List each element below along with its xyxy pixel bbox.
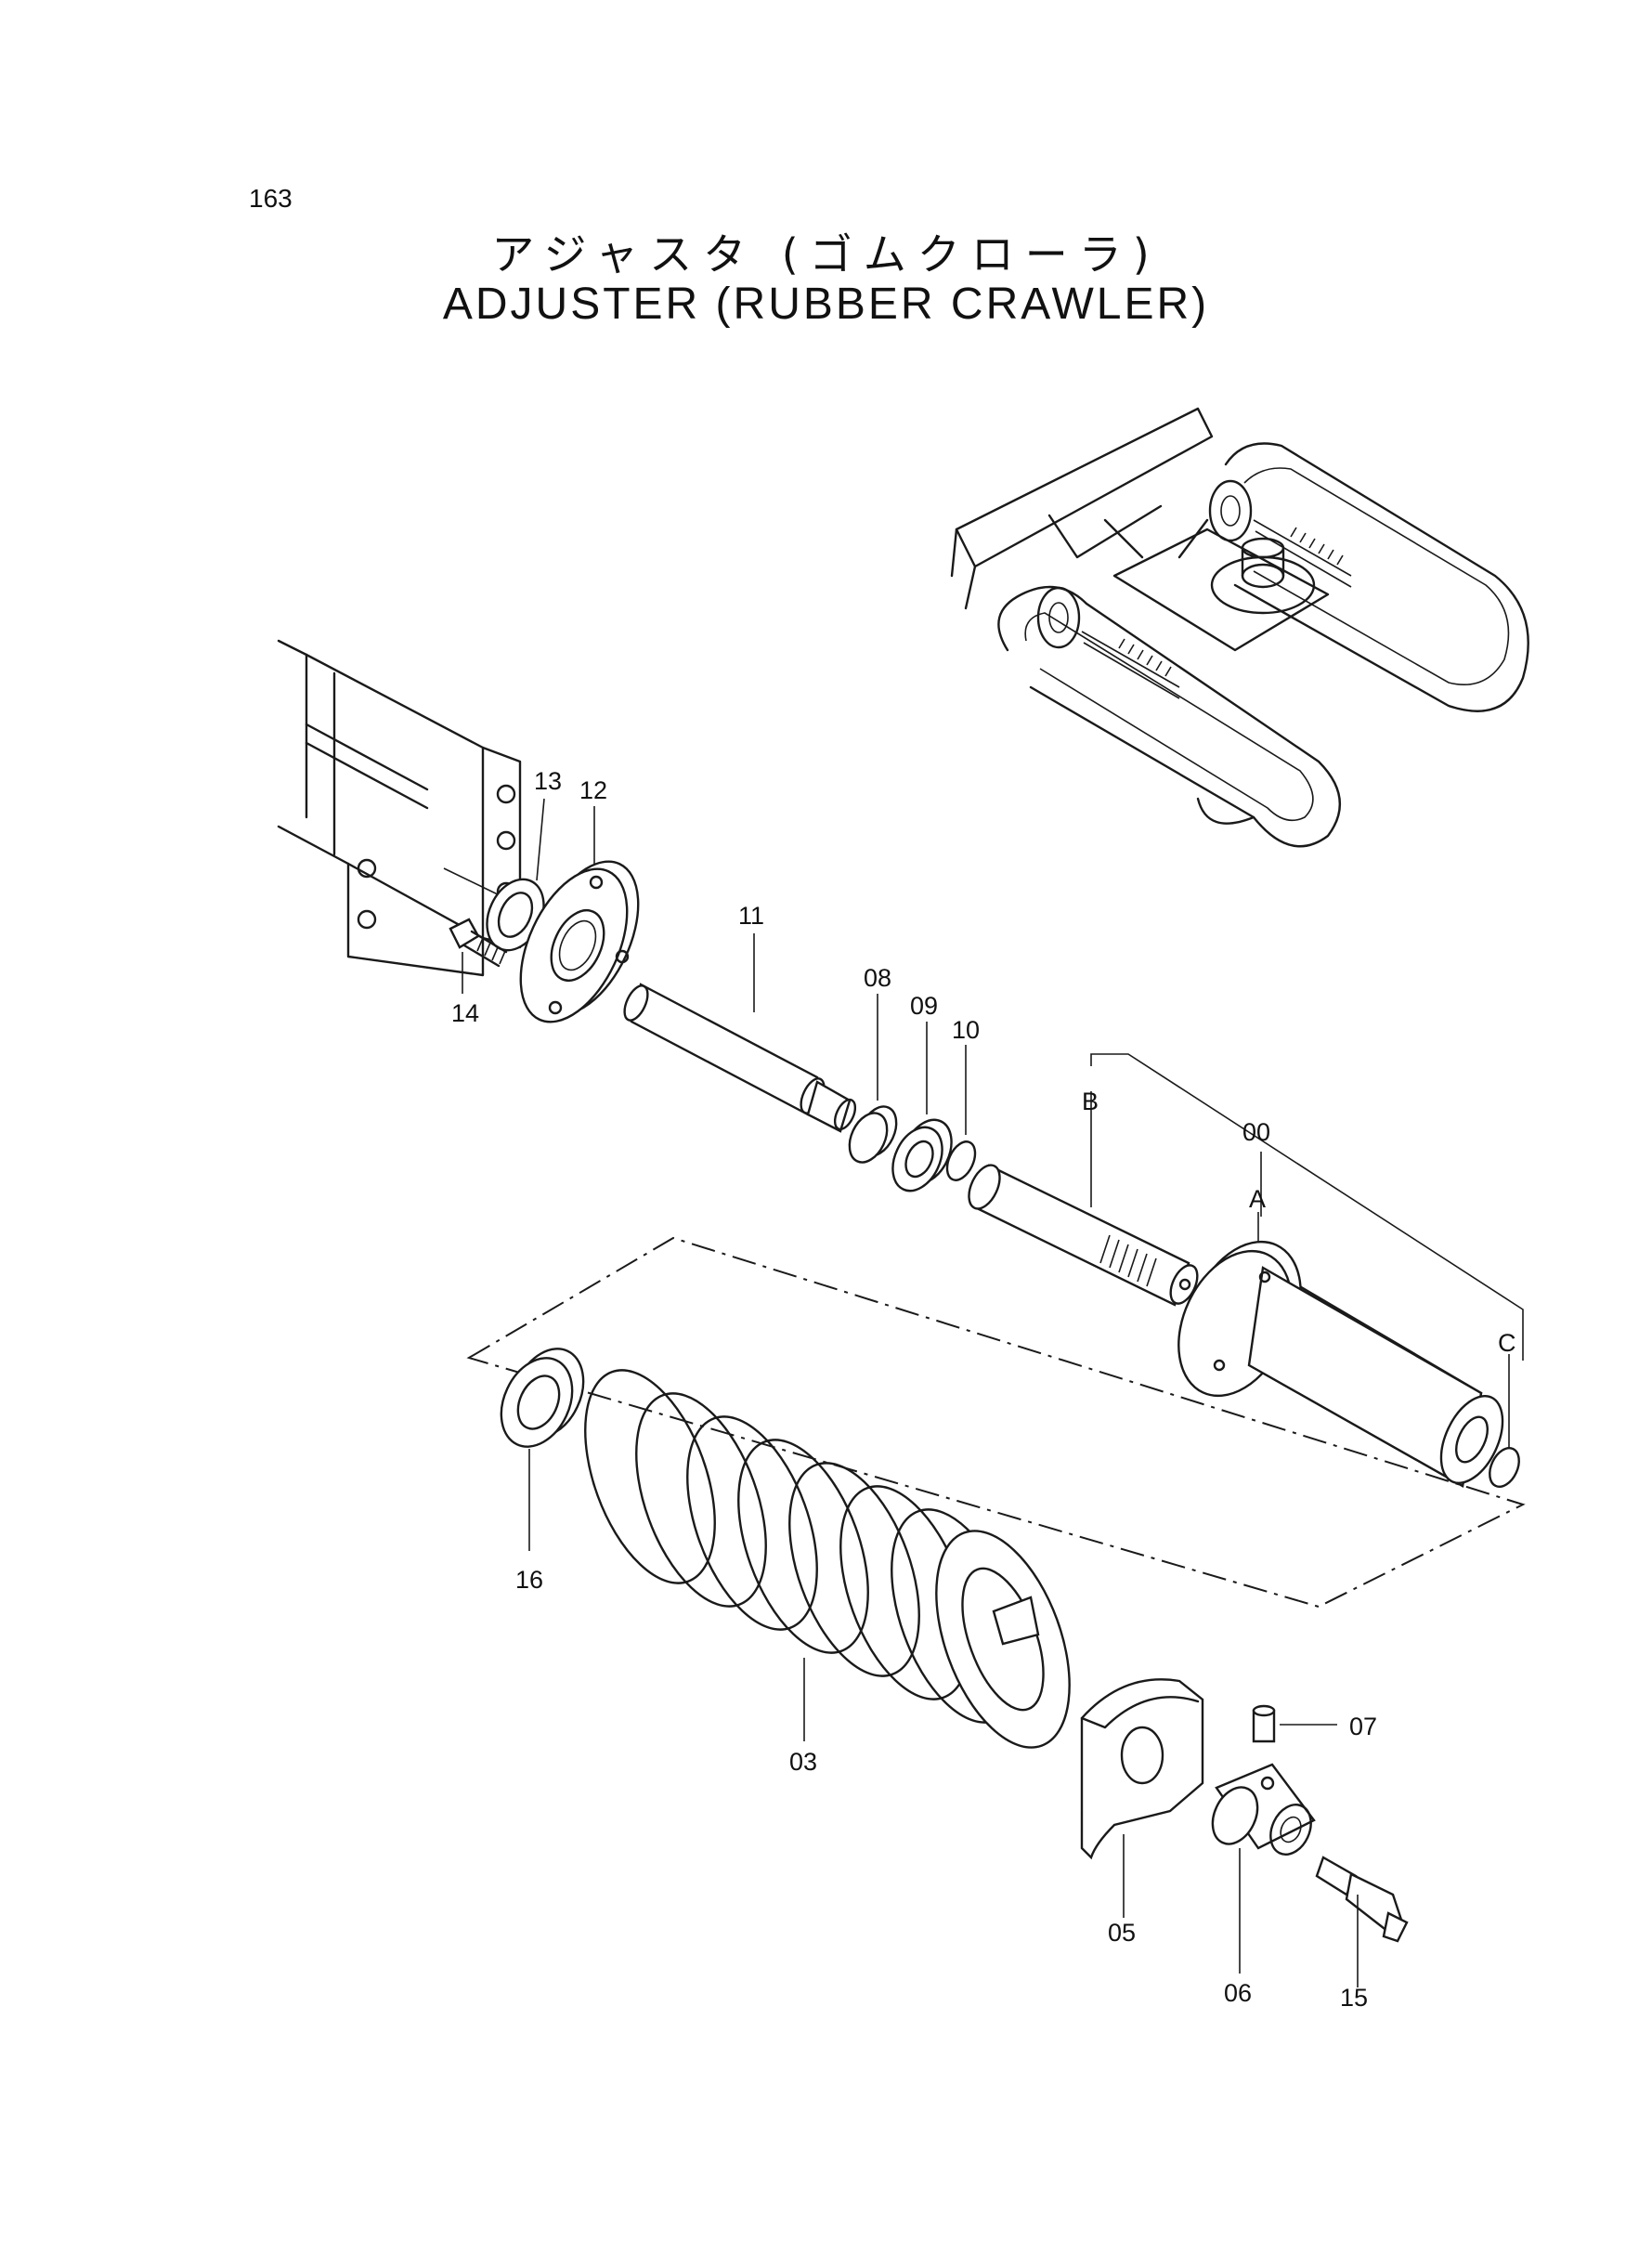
part-03-spring bbox=[584, 1369, 1071, 1749]
callout-labels: 13 12 11 14 08 09 10 B 00 A C 16 03 07 0… bbox=[451, 767, 1516, 2012]
part-09-packing bbox=[891, 1118, 953, 1192]
title-english: ADJUSTER (RUBBER CRAWLER) bbox=[442, 280, 1210, 329]
callout-10: 10 bbox=[952, 1016, 980, 1044]
part-05-bracket bbox=[1080, 1678, 1204, 1860]
callout-B: B bbox=[1082, 1088, 1099, 1115]
part-08-ring bbox=[848, 1105, 898, 1164]
assembly-boundary-dashed bbox=[466, 1236, 1526, 1609]
part-a-cylinder bbox=[1177, 1240, 1504, 1488]
part-00-assembly-bracket bbox=[1090, 1053, 1524, 1449]
page-number: 163 bbox=[249, 184, 293, 213]
callout-C: C bbox=[1498, 1329, 1516, 1357]
callout-05: 05 bbox=[1108, 1919, 1136, 1947]
callout-08: 08 bbox=[864, 964, 891, 992]
part-15-grease-fitting bbox=[1315, 1856, 1409, 1943]
callout-12: 12 bbox=[579, 776, 607, 804]
callout-00: 00 bbox=[1242, 1118, 1270, 1146]
track-frame bbox=[277, 639, 522, 977]
part-16-spacer bbox=[500, 1348, 585, 1448]
part-07-plug bbox=[1252, 1704, 1337, 1743]
part-12-flange bbox=[519, 860, 640, 1023]
overview-machine-sketch bbox=[950, 407, 1529, 848]
part-c-o-ring bbox=[1489, 1447, 1520, 1488]
callout-06: 06 bbox=[1224, 1979, 1252, 2007]
part-14-bolt bbox=[449, 918, 508, 968]
callout-14: 14 bbox=[451, 999, 479, 1027]
part-10-snap-ring bbox=[945, 1140, 977, 1181]
callout-11: 11 bbox=[738, 902, 764, 930]
callout-16: 16 bbox=[515, 1566, 543, 1594]
part-06-valve-body bbox=[1211, 1763, 1316, 1856]
callout-07: 07 bbox=[1349, 1713, 1377, 1740]
callout-15: 15 bbox=[1340, 1984, 1368, 2012]
callout-09: 09 bbox=[910, 992, 938, 1020]
callout-A: A bbox=[1249, 1185, 1266, 1213]
part-11-rod bbox=[623, 983, 857, 1133]
part-b-piston-rod bbox=[968, 1164, 1199, 1307]
callout-03: 03 bbox=[789, 1748, 817, 1776]
callout-13: 13 bbox=[534, 767, 562, 795]
title-japanese: アジャスタ (ゴムクローラ) bbox=[491, 229, 1161, 280]
